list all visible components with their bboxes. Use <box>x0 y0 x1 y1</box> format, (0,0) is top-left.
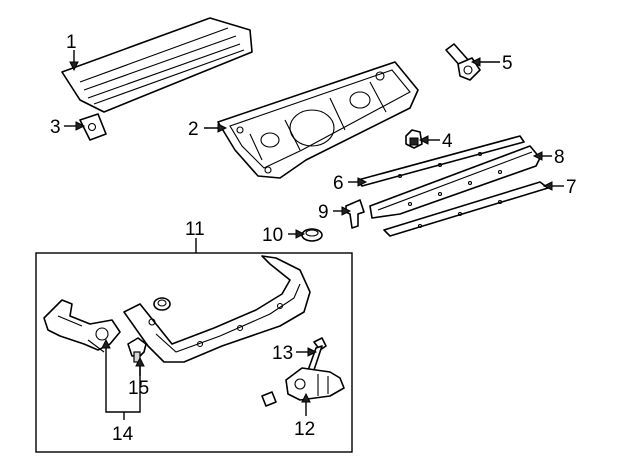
part-9-fastener[interactable] <box>345 199 365 229</box>
part-4-clip[interactable] <box>405 129 423 149</box>
callout-3: 3 <box>50 117 61 138</box>
part-2-inner-panel[interactable] <box>217 61 419 179</box>
callout-8: 8 <box>554 147 565 168</box>
part-1-garnish-panel[interactable] <box>61 17 253 113</box>
callout-14: 14 <box>112 424 134 445</box>
part-12-actuator[interactable] <box>285 367 345 401</box>
callout-7: 7 <box>566 177 577 198</box>
callout-12: 12 <box>294 419 315 440</box>
callout-15: 15 <box>128 378 149 399</box>
part-11-handle-bracket[interactable] <box>123 255 311 363</box>
callout-6: 6 <box>333 173 344 194</box>
part-14-latch-assembly[interactable] <box>43 299 121 353</box>
callout-11: 11 <box>185 219 205 240</box>
part-11-grommet[interactable] <box>153 297 171 311</box>
callout-4: 4 <box>442 131 453 152</box>
callout-5: 5 <box>502 53 513 74</box>
callout-1: 1 <box>66 32 77 53</box>
part-11-assembly-box <box>35 252 353 453</box>
callout-9: 9 <box>318 202 329 223</box>
part-12-clip[interactable] <box>261 391 277 407</box>
callout-10: 10 <box>262 225 283 246</box>
part-15-bolt[interactable] <box>127 337 147 363</box>
part-3-bracket[interactable] <box>79 113 107 141</box>
callout-2: 2 <box>188 119 199 140</box>
callout-13: 13 <box>272 343 293 364</box>
part-8-lower-garnish[interactable] <box>369 145 541 219</box>
leader-lines <box>64 50 564 420</box>
part-10-bumper-stop[interactable] <box>301 228 323 242</box>
part-13-bolt[interactable] <box>305 337 327 377</box>
